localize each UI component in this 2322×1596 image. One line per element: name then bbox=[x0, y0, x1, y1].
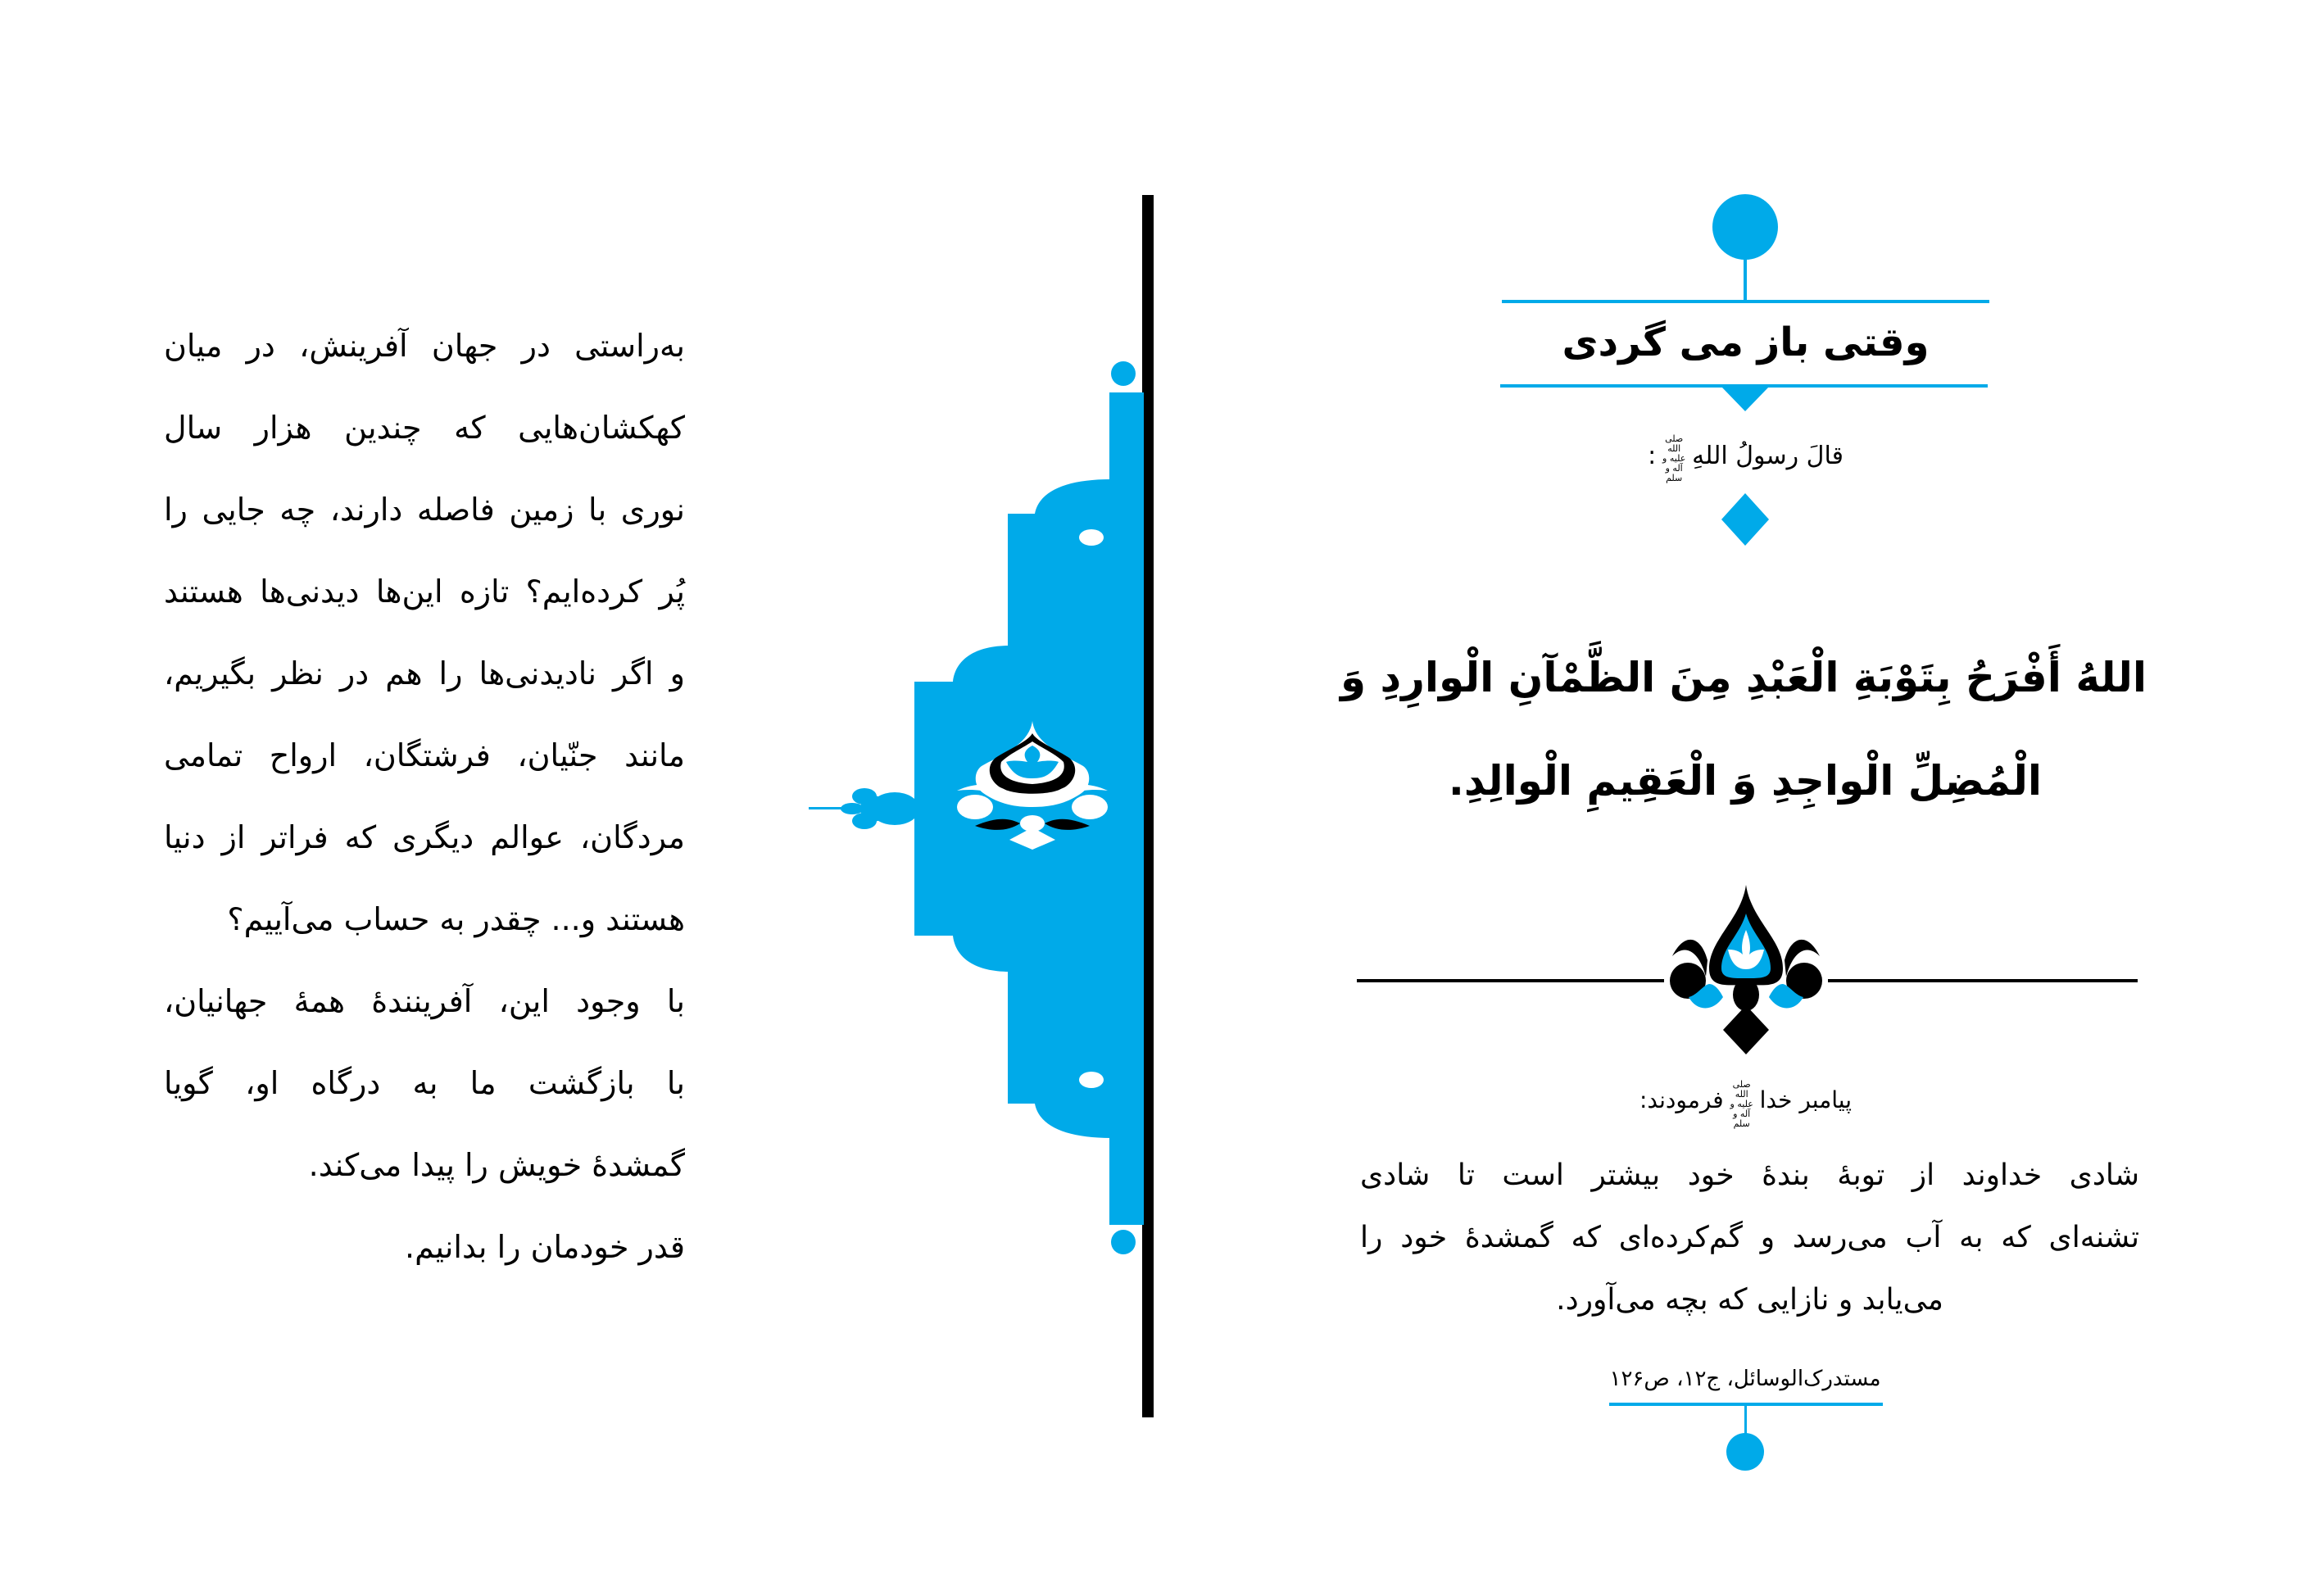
white-dot-top bbox=[1079, 529, 1104, 546]
text-line: مردگان، عوالم دیگری که فراتر از دنیا bbox=[164, 819, 685, 855]
text-line: و اگر نادیدنی‌ها را هم در نظر بگیریم، bbox=[164, 655, 685, 691]
page-title: وقتی باز می گردی bbox=[1562, 320, 1930, 365]
translation-line: تشنه‌ای که به آب می‌رسد و گم‌کرده‌ای که … bbox=[1360, 1221, 2139, 1254]
triangle-pointer-icon bbox=[1721, 387, 1769, 411]
source-citation: مستدرک‌الوسائل، ج۱۲، ص۱۲۶ bbox=[1609, 1367, 1881, 1391]
emblem-on-blue bbox=[957, 721, 1108, 850]
divider-emblem bbox=[1664, 885, 1828, 1054]
translation-line: می‌یابد و نازایی که بچه می‌آورد. bbox=[1556, 1283, 1943, 1317]
text-line: قدر خودمان را بدانیم. bbox=[405, 1229, 685, 1265]
diamond-icon bbox=[1721, 493, 1769, 546]
text-line: با وجود این، آفرینندۀ همۀ جهانیان، bbox=[164, 983, 685, 1019]
title-rule-bottom bbox=[1500, 384, 1988, 388]
intro-colon: : bbox=[1648, 442, 1657, 470]
hadith-line: الْمُضِلِّ الْواجِدِ وَ الْعَقِيمِ الْوا… bbox=[1448, 757, 2043, 805]
hadith-intro: قالَ رسولُ اللهِصلی الله علیه و آله و سل… bbox=[1502, 434, 1989, 483]
bottom-circle bbox=[1726, 1433, 1764, 1471]
text-line: گمشدۀ خویش را پیدا می‌کند. bbox=[308, 1147, 685, 1183]
text-line: مانند جنّیان، فرشتگان، ارواح تمامی bbox=[164, 737, 685, 773]
left-page-text: به‌راستی در جهان آفرینش، در میان کهکشان‌… bbox=[164, 305, 685, 1288]
title-rule-top bbox=[1502, 300, 1989, 303]
text-line: کهکشان‌هایی که چندین هزار سال bbox=[164, 410, 685, 446]
white-dot-bottom bbox=[1079, 1072, 1104, 1088]
bottom-stem bbox=[1744, 1404, 1747, 1434]
spine-bar bbox=[1142, 195, 1154, 1417]
text-line: به‌راستی در جهان آفرینش، در میان bbox=[164, 328, 685, 364]
text-line: نوری با زمین فاصله دارند، چه جایی را bbox=[164, 492, 685, 528]
translation-line: شادی خداوند از توبۀ بندۀ خود بیشتر است ت… bbox=[1360, 1158, 2139, 1192]
text-line: با بازگشت ما به درگاه او، گویا bbox=[164, 1065, 685, 1101]
translation-intro-b: فرمودند: bbox=[1639, 1086, 1724, 1113]
honorific: صلی الله علیه و آله و سلم bbox=[1662, 433, 1686, 483]
top-circle bbox=[1712, 194, 1778, 260]
text-line: هستند و... چقدر به حساب می‌آییم؟ bbox=[227, 901, 685, 937]
hadith-arabic: اللهُ أَفْرَحُ بِتَوْبَةِ الْعَبْدِ مِنَ… bbox=[1340, 628, 2147, 835]
translation-intro: پیامبر خدا صلی الله علیه و آله و سلم فرمود… bbox=[1502, 1080, 1989, 1129]
dot-top bbox=[1111, 361, 1136, 386]
translation-intro-a: پیامبر خدا bbox=[1759, 1086, 1853, 1113]
top-stem bbox=[1744, 254, 1747, 302]
text-line: پُر کرده‌ایم؟ تازه این‌ها دیدنی‌ها هستند bbox=[164, 574, 685, 610]
intro-text: قالَ رسولُ اللهِ bbox=[1692, 442, 1844, 470]
honorific: صلی الله علیه و آله و سلم bbox=[1730, 1079, 1753, 1129]
dot-bottom bbox=[1111, 1230, 1136, 1254]
hadith-translation: شادی خداوند از توبۀ بندۀ خود بیشتر است ت… bbox=[1360, 1145, 2139, 1331]
hadith-line: اللهُ أَفْرَحُ بِتَوْبَةِ الْعَبْدِ مِنَ… bbox=[1340, 654, 2147, 701]
